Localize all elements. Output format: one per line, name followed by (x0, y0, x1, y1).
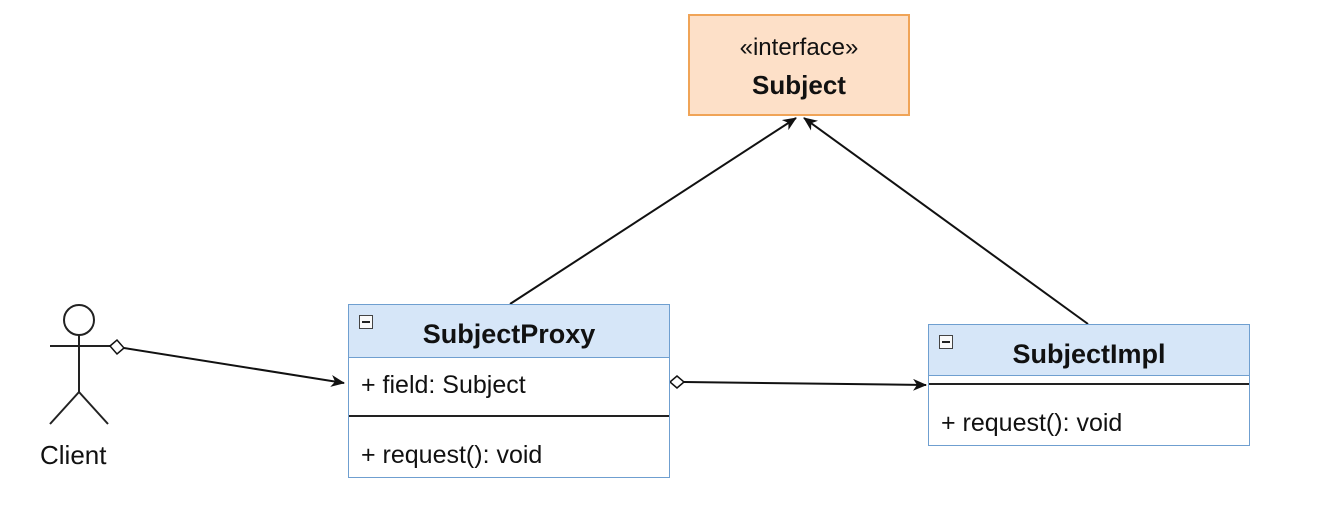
subject-proxy-attribute: + field: Subject (361, 371, 526, 399)
interface-stereotype: «interface» (739, 34, 859, 61)
subject-proxy-operation: + request(): void (361, 441, 543, 469)
subject-proxy-header: SubjectProxy (349, 305, 669, 358)
subject-proxy-name: SubjectProxy (422, 319, 596, 349)
client-actor-figure (49, 304, 110, 425)
subject-interface-box[interactable]: «interface» Subject (688, 14, 910, 116)
proxy-aggregation-diamond (668, 375, 686, 389)
client-aggregation-diamond (108, 338, 126, 356)
collapse-icon[interactable] (939, 335, 953, 349)
subject-proxy-class[interactable]: SubjectProxy + field: Subject + request(… (348, 304, 670, 478)
subject-impl-divider (929, 383, 1249, 385)
proxy-realization-line (509, 117, 797, 305)
collapse-icon[interactable] (359, 315, 373, 329)
client-association (108, 338, 345, 387)
interface-name: Subject (752, 70, 846, 100)
subject-impl-name: SubjectImpl (1012, 339, 1166, 369)
client-label: Client (40, 440, 107, 470)
subject-impl-class[interactable]: SubjectImpl + request(): void (928, 324, 1250, 446)
impl-realization-line (803, 117, 1089, 325)
proxy-impl-association (668, 375, 927, 391)
subject-impl-operation: + request(): void (941, 409, 1123, 437)
subject-impl-header: SubjectImpl (929, 325, 1249, 376)
subject-proxy-divider (349, 415, 669, 417)
